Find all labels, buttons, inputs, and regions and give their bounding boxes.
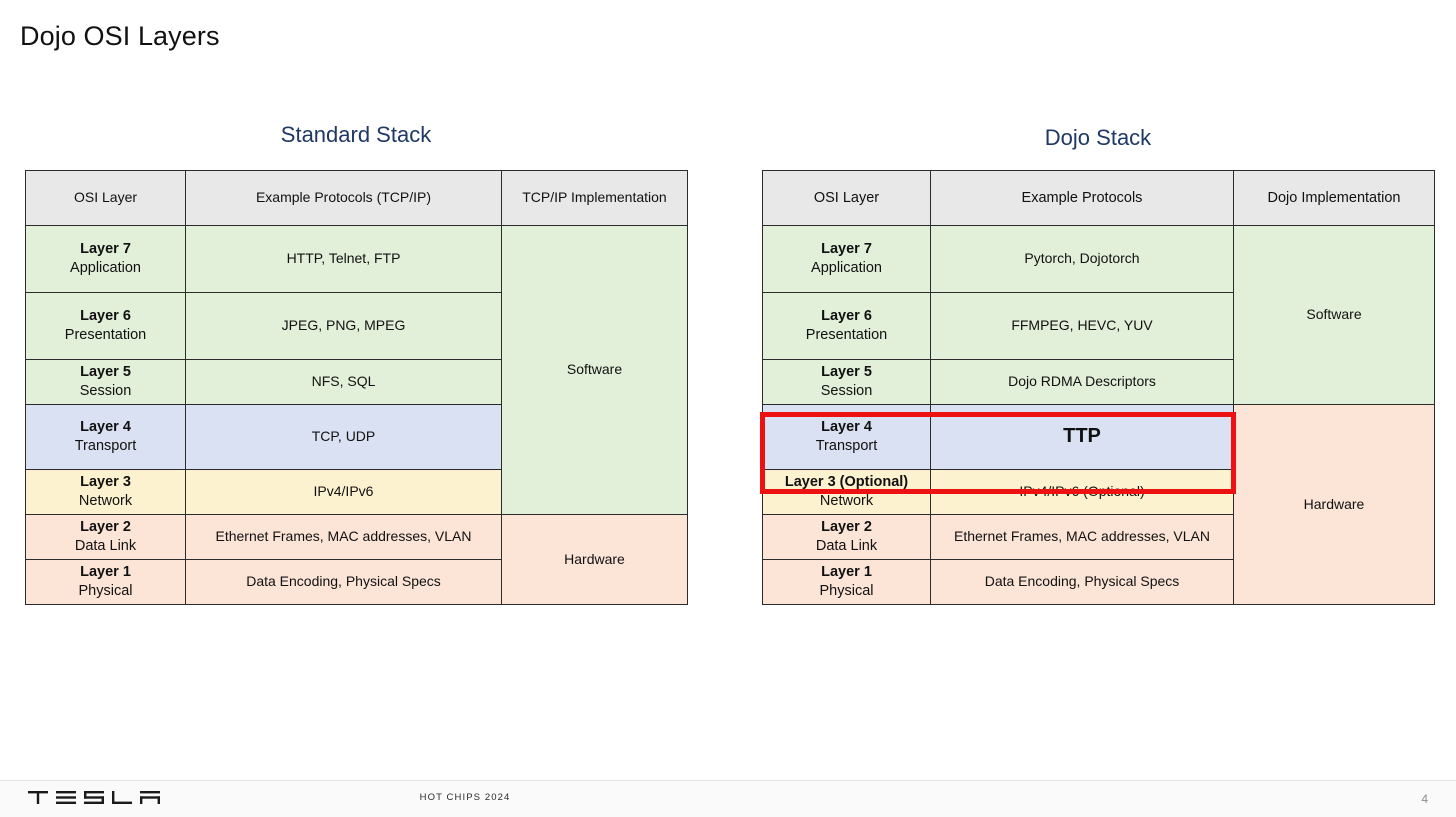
implementation-cell-software: Software bbox=[501, 225, 688, 515]
table-row: Layer 5 Session Dojo RDMA Descriptors bbox=[762, 359, 1435, 405]
layer-cell-1: Layer 1 Physical bbox=[762, 559, 931, 605]
column-header-osi-layer: OSI Layer bbox=[25, 170, 186, 226]
protocol-cell-3: IPv4/IPv6 (Optional) bbox=[930, 469, 1234, 515]
table-row: Layer 7 Application HTTP, Telnet, FTP So… bbox=[25, 225, 688, 515]
implementation-cell-software: Software bbox=[1233, 225, 1435, 405]
layer-number: Layer 5 bbox=[80, 364, 131, 381]
layer-number: Layer 5 bbox=[821, 364, 872, 381]
layer-name: Data Link bbox=[74, 538, 137, 554]
layer-cell-3: Layer 3 Network bbox=[25, 469, 186, 515]
layer-number: Layer 7 bbox=[821, 241, 872, 258]
layer-number: Layer 1 bbox=[80, 564, 131, 581]
column-header-implementation: TCP/IP Implementation bbox=[501, 170, 688, 226]
standard-stack-table: OSI Layer Example Protocols (TCP/IP) TCP… bbox=[25, 170, 688, 605]
layer-cell-5: Layer 5 Session bbox=[25, 359, 186, 405]
protocol-cell-2: Ethernet Frames, MAC addresses, VLAN bbox=[185, 514, 502, 560]
layer-name: Data Link bbox=[815, 538, 878, 554]
column-header-osi-layer: OSI Layer bbox=[762, 170, 931, 226]
layer-cell-4: Layer 4 Transport bbox=[762, 404, 931, 470]
layer-name: Presentation bbox=[805, 327, 888, 343]
layer-cell-4: Layer 4 Transport bbox=[25, 404, 186, 470]
layer-cell-3: Layer 3 (Optional) Network bbox=[762, 469, 931, 515]
layer-cell-7: Layer 7 Application bbox=[25, 225, 186, 293]
dojo-stack-table: OSI Layer Example Protocols Dojo Impleme… bbox=[762, 170, 1435, 605]
protocol-cell-5: Dojo RDMA Descriptors bbox=[930, 359, 1234, 405]
table-row: Layer 1 Physical Data Encoding, Physical… bbox=[25, 559, 688, 605]
standard-stack-title: Standard Stack bbox=[280, 122, 432, 147]
table-row: Layer 2 Data Link Ethernet Frames, MAC a… bbox=[25, 514, 688, 605]
layer-name: Application bbox=[70, 260, 141, 276]
page-number: 4 bbox=[1421, 792, 1428, 806]
implementation-cell-hardware: Hardware bbox=[1233, 404, 1435, 605]
layer-number: Layer 7 bbox=[80, 241, 131, 258]
layer-name: Physical bbox=[819, 583, 874, 599]
layer-cell-2: Layer 2 Data Link bbox=[762, 514, 931, 560]
layer-name: Session bbox=[820, 383, 873, 399]
protocol-cell-4: TCP, UDP bbox=[185, 404, 502, 470]
layer-name: Session bbox=[79, 383, 132, 399]
column-header-protocols: Example Protocols (TCP/IP) bbox=[185, 170, 502, 226]
protocol-cell-6: JPEG, PNG, MPEG bbox=[185, 292, 502, 360]
layer-cell-6: Layer 6 Presentation bbox=[25, 292, 186, 360]
protocol-cell-ttp: TTP bbox=[930, 404, 1234, 470]
layer-number: Layer 1 bbox=[821, 564, 872, 581]
layer-number: Layer 6 bbox=[821, 308, 872, 325]
implementation-cell-hardware: Hardware bbox=[501, 514, 688, 605]
layer-cell-2: Layer 2 Data Link bbox=[25, 514, 186, 560]
protocol-cell-1: Data Encoding, Physical Specs bbox=[930, 559, 1234, 605]
protocol-cell-7: HTTP, Telnet, FTP bbox=[185, 225, 502, 293]
table-row-highlighted: Layer 4 Transport TTP Hardware bbox=[762, 404, 1435, 605]
table-row: Layer 3 Network IPv4/IPv6 bbox=[25, 469, 688, 515]
table-row: Layer 7 Application Pytorch, Dojotorch S… bbox=[762, 225, 1435, 405]
table-row: Layer 6 Presentation FFMPEG, HEVC, YUV bbox=[762, 292, 1435, 360]
layer-cell-7: Layer 7 Application bbox=[762, 225, 931, 293]
layer-cell-6: Layer 6 Presentation bbox=[762, 292, 931, 360]
table-header-row: OSI Layer Example Protocols (TCP/IP) TCP… bbox=[25, 170, 688, 226]
layer-number: Layer 2 bbox=[80, 519, 131, 536]
layer-number: Layer 3 (Optional) bbox=[784, 474, 909, 491]
protocol-cell-1: Data Encoding, Physical Specs bbox=[185, 559, 502, 605]
layer-name: Presentation bbox=[64, 327, 147, 343]
protocol-cell-3: IPv4/IPv6 bbox=[185, 469, 502, 515]
table-row: Layer 2 Data Link Ethernet Frames, MAC a… bbox=[762, 514, 1435, 560]
layer-number: Layer 2 bbox=[821, 519, 872, 536]
column-header-implementation: Dojo Implementation bbox=[1233, 170, 1435, 226]
table-header-row: OSI Layer Example Protocols Dojo Impleme… bbox=[762, 170, 1435, 226]
layer-name: Network bbox=[78, 493, 133, 509]
protocol-cell-2: Ethernet Frames, MAC addresses, VLAN bbox=[930, 514, 1234, 560]
layer-name: Transport bbox=[815, 438, 878, 454]
footer-event-label: HOT CHIPS 2024 bbox=[419, 792, 511, 803]
table-row: Layer 1 Physical Data Encoding, Physical… bbox=[762, 559, 1435, 605]
dojo-stack-title: Dojo Stack bbox=[1044, 125, 1152, 150]
slide-footer: HOT CHIPS 2024 4 bbox=[0, 780, 1456, 817]
layer-cell-1: Layer 1 Physical bbox=[25, 559, 186, 605]
layer-cell-5: Layer 5 Session bbox=[762, 359, 931, 405]
layer-name: Transport bbox=[74, 438, 137, 454]
page-title: Dojo OSI Layers bbox=[20, 21, 220, 51]
layer-number: Layer 4 bbox=[821, 419, 872, 436]
layer-name: Application bbox=[811, 260, 882, 276]
layer-number: Layer 3 bbox=[80, 474, 131, 491]
tesla-logo bbox=[26, 790, 166, 806]
protocol-cell-6: FFMPEG, HEVC, YUV bbox=[930, 292, 1234, 360]
layer-name: Physical bbox=[78, 583, 133, 599]
layer-name: Network bbox=[819, 493, 874, 509]
layer-number: Layer 6 bbox=[80, 308, 131, 325]
column-header-protocols: Example Protocols bbox=[930, 170, 1234, 226]
layer-number: Layer 4 bbox=[80, 419, 131, 436]
protocol-cell-5: NFS, SQL bbox=[185, 359, 502, 405]
protocol-cell-7: Pytorch, Dojotorch bbox=[930, 225, 1234, 293]
